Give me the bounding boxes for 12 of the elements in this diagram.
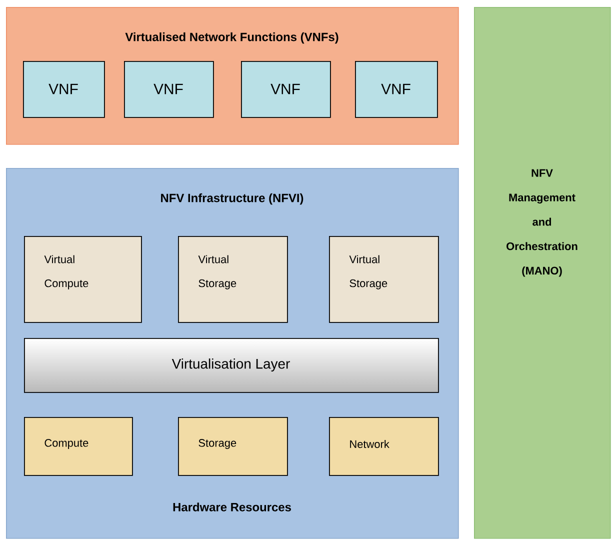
virtual-resource-box: Virtual Compute <box>24 236 142 323</box>
vnf-box: VNF <box>241 61 331 118</box>
hardware-box: Network <box>329 417 439 476</box>
hardware-box: Compute <box>24 417 133 476</box>
virtual-resource-box: Virtual Storage <box>178 236 288 323</box>
vnf-box: VNF <box>355 61 438 118</box>
virtualisation-layer-bar: Virtualisation Layer <box>24 338 439 393</box>
vnf-box: VNF <box>23 61 105 118</box>
virtual-resource-box: Virtual Storage <box>329 236 439 323</box>
orchestration-panel: NFV Management and Orchestration (MANO) <box>474 7 611 539</box>
vnf-box: VNF <box>124 61 214 118</box>
hardware-box: Storage <box>178 417 288 476</box>
